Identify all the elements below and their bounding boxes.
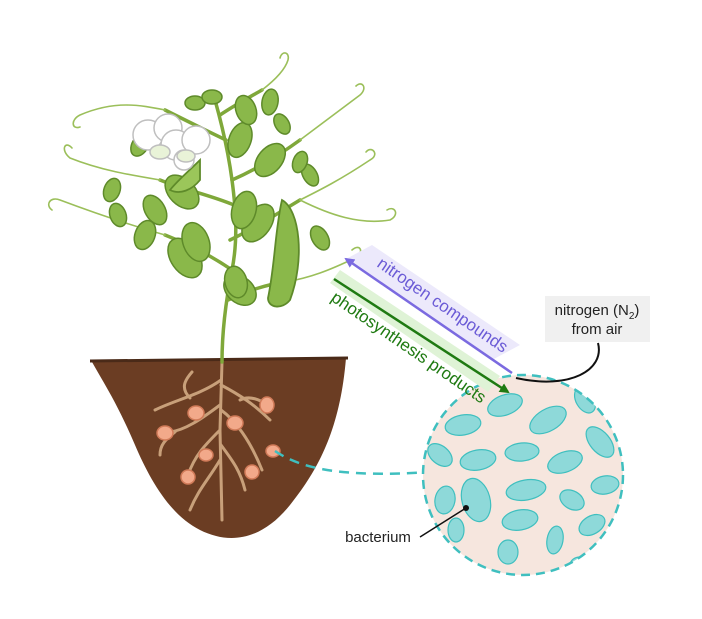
bacterium-cell: [501, 509, 539, 531]
bacterium-cell: [487, 393, 523, 417]
bacterium-cell: [578, 513, 606, 537]
leaf: [253, 142, 287, 178]
leaf: [142, 194, 168, 226]
bacterium-cell: [447, 517, 465, 543]
bacterium-cell: [546, 525, 564, 555]
nitrogen-source-callout: nitrogen (N2) from air: [515, 296, 650, 383]
bacterium-label: bacterium: [345, 529, 411, 546]
bacterium-pointer-line: [419, 507, 467, 538]
plant: [48, 52, 397, 364]
root-nodule: [226, 415, 244, 431]
leaf: [102, 177, 122, 203]
leaf: [309, 225, 331, 251]
root-nodule: [244, 464, 260, 480]
bacterium-cell: [460, 477, 492, 523]
bacterium-cell: [505, 478, 547, 502]
pea-pod: [267, 198, 300, 308]
bacterium-cell: [497, 539, 519, 565]
root-nodule: [156, 425, 174, 441]
leaf: [234, 94, 258, 126]
leaf: [201, 89, 223, 105]
leaf: [181, 221, 211, 263]
bacterium-cell: [569, 556, 591, 574]
nitrogen-source-label: nitrogen (N2): [555, 302, 640, 322]
soil-rim: [89, 356, 349, 363]
bacterium-cell: [434, 485, 456, 515]
root-nodule: [180, 469, 196, 485]
leaf: [273, 113, 291, 135]
leaf: [261, 88, 279, 116]
flowers: [132, 113, 211, 171]
leaf: [223, 265, 249, 299]
root-nodule: [259, 396, 275, 414]
zoom-connector: [274, 449, 431, 475]
bacterium-cell: [444, 414, 482, 436]
bacterium-cell: [529, 405, 567, 435]
leaf: [108, 202, 128, 228]
leaf: [230, 190, 258, 230]
bacterium-callout: bacterium: [345, 505, 469, 546]
leaf: [291, 150, 309, 174]
root-nodules: [156, 396, 281, 485]
bacterium-cell: [590, 475, 620, 495]
bacterium-cell: [547, 450, 583, 474]
bacterium-cell: [427, 443, 453, 467]
photosynthesis-products-label: photosynthesis products: [328, 288, 490, 408]
zoomed-nodule: [421, 373, 625, 577]
root-nodule: [265, 444, 281, 458]
bacterium-pointer-dot: [463, 505, 469, 511]
root-nodule: [187, 405, 205, 421]
leaf: [133, 219, 157, 251]
leaf: [184, 95, 206, 111]
nitrogen-source-label-line2: from air: [572, 321, 623, 338]
nitrogen-callout-line: [515, 342, 600, 383]
root-nodule: [198, 448, 214, 462]
pea-pod: [168, 157, 201, 193]
bacterium-cell: [459, 449, 497, 471]
bacterium-cell: [585, 426, 615, 458]
bacterium-cell: [559, 489, 585, 511]
bacterium-cell: [504, 442, 540, 462]
